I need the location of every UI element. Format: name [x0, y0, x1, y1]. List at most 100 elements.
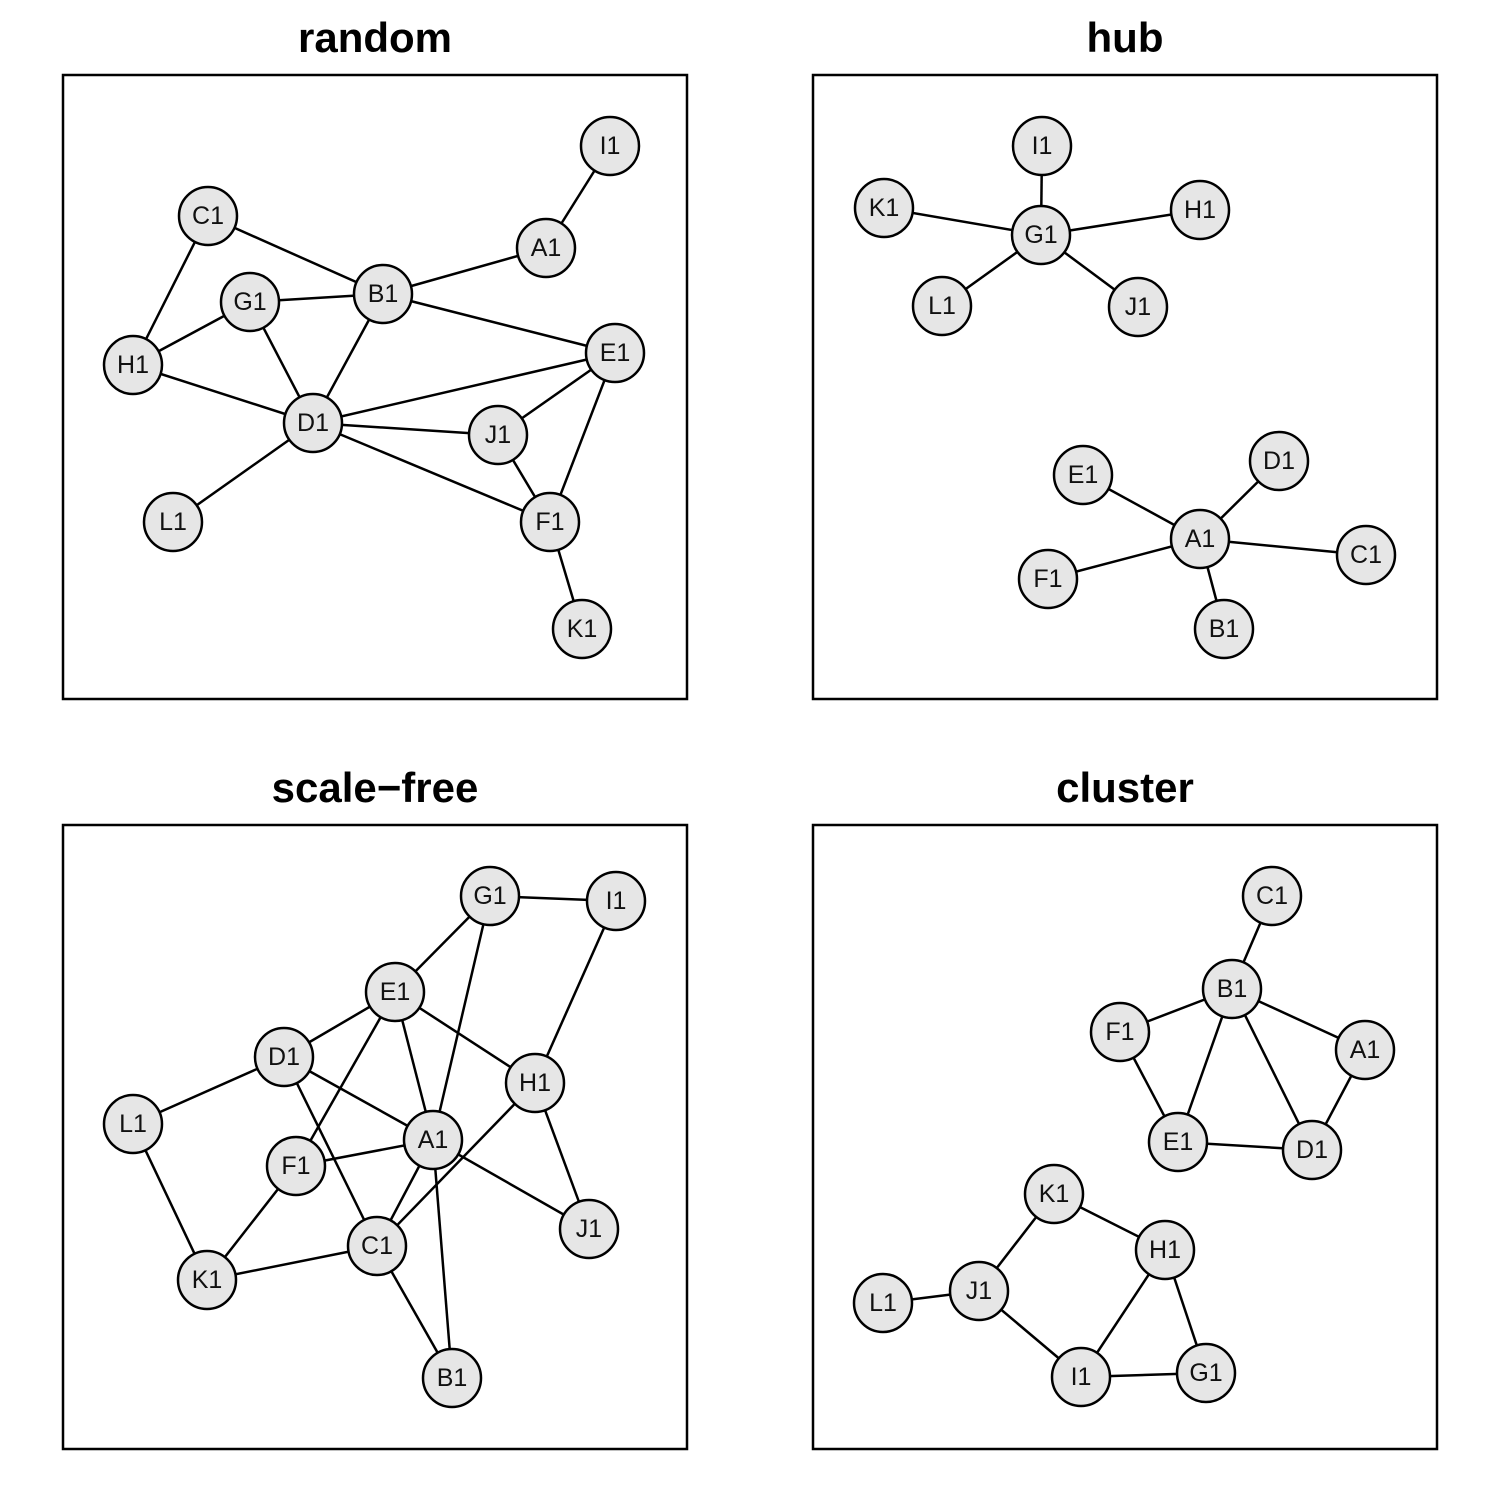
node-label: B1 [1209, 615, 1240, 643]
node-label: F1 [535, 508, 564, 536]
node-label: D1 [297, 409, 329, 437]
node-label: J1 [576, 1215, 602, 1243]
node-B1: B1 [421, 1347, 483, 1409]
node-A1: A1 [1169, 508, 1231, 570]
node-label: J1 [485, 421, 511, 449]
node-label: I1 [600, 132, 621, 160]
node-circle [1169, 179, 1231, 241]
node-label: G1 [1189, 1359, 1222, 1387]
node-label: H1 [519, 1069, 551, 1097]
node-circle [459, 865, 521, 927]
node-label: F1 [1105, 1018, 1134, 1046]
node-label: K1 [567, 615, 598, 643]
panel-frame [61, 73, 689, 701]
node-circle [1011, 115, 1073, 177]
node-label: H1 [117, 351, 149, 379]
node-label: K1 [869, 194, 900, 222]
node-C1: C1 [1335, 524, 1397, 586]
node-I1: I1 [1011, 115, 1073, 177]
node-E1: E1 [1147, 1111, 1209, 1173]
node-A1: A1 [1334, 1019, 1396, 1081]
edge-B1-E1 [382, 292, 616, 355]
node-circle [1335, 524, 1397, 586]
panel-title-hub: hub [1086, 14, 1164, 61]
edge-I1-H1 [533, 900, 618, 1084]
node-circle [1023, 1163, 1085, 1225]
node-label: B1 [437, 1364, 468, 1392]
node-circle [421, 1347, 483, 1409]
node-F1: F1 [1089, 1001, 1151, 1063]
node-G1: G1 [219, 271, 281, 333]
node-label: B1 [368, 280, 399, 308]
edge-D1-C1 [282, 1056, 379, 1247]
node-label: K1 [192, 1266, 223, 1294]
node-circle [1175, 1342, 1237, 1404]
node-circle [177, 185, 239, 247]
node-circle [1193, 598, 1255, 660]
node-label: L1 [159, 508, 187, 536]
node-circle [364, 961, 426, 1023]
node-circle [853, 177, 915, 239]
node-K1: K1 [176, 1249, 238, 1311]
node-circle [911, 275, 973, 337]
node-circle [584, 322, 646, 384]
node-label: L1 [869, 1289, 897, 1317]
node-label: C1 [361, 1232, 393, 1260]
node-circle [1134, 1219, 1196, 1281]
node-label: I1 [1071, 1363, 1092, 1391]
node-circle [352, 263, 414, 325]
panel-frame [811, 73, 1439, 701]
node-J1: J1 [467, 404, 529, 466]
node-B1: B1 [1193, 598, 1255, 660]
node-circle [1248, 430, 1310, 492]
node-E1: E1 [1052, 444, 1114, 506]
node-I1: I1 [585, 870, 647, 932]
node-H1: H1 [1134, 1219, 1196, 1281]
node-label: D1 [268, 1043, 300, 1071]
node-F1: F1 [519, 491, 581, 553]
edge-A1-B1 [431, 1139, 454, 1379]
node-circle [1010, 204, 1072, 266]
node-J1: J1 [1107, 276, 1169, 338]
panel-title-scale-free: scale−free [271, 764, 479, 811]
node-circle [948, 1260, 1010, 1322]
node-circle [1050, 1346, 1112, 1408]
edge-D1-J1 [312, 421, 499, 437]
node-L1: L1 [911, 275, 973, 337]
node-circle [515, 217, 577, 279]
node-C1: C1 [346, 1215, 408, 1277]
node-E1: E1 [584, 322, 646, 384]
node-circle [1334, 1019, 1396, 1081]
node-circle [504, 1052, 566, 1114]
node-label: J1 [966, 1277, 992, 1305]
node-circle [1052, 444, 1114, 506]
node-label: I1 [606, 887, 627, 915]
edge-D1-E1 [312, 351, 616, 425]
node-label: E1 [600, 339, 631, 367]
node-label: D1 [1296, 1136, 1328, 1164]
panel-title-cluster: cluster [1056, 764, 1194, 811]
node-circle [1241, 865, 1303, 927]
node-label: H1 [1149, 1236, 1181, 1264]
node-label: E1 [1163, 1128, 1194, 1156]
node-circle [102, 334, 164, 396]
node-G1: G1 [1010, 204, 1072, 266]
node-A1: A1 [515, 217, 577, 279]
node-circle [102, 1093, 164, 1155]
node-label: E1 [380, 978, 411, 1006]
node-label: D1 [1263, 447, 1295, 475]
node-F1: F1 [265, 1135, 327, 1197]
node-label: B1 [1217, 975, 1248, 1003]
node-circle [1147, 1111, 1209, 1173]
node-circle [585, 870, 647, 932]
node-circle [1281, 1119, 1343, 1181]
node-L1: L1 [102, 1093, 164, 1155]
node-K1: K1 [1023, 1163, 1085, 1225]
node-circle [1017, 548, 1079, 610]
node-label: C1 [1256, 882, 1288, 910]
node-label: A1 [1350, 1036, 1381, 1064]
node-C1: C1 [177, 185, 239, 247]
node-I1: I1 [1050, 1346, 1112, 1408]
node-label: A1 [418, 1126, 449, 1154]
